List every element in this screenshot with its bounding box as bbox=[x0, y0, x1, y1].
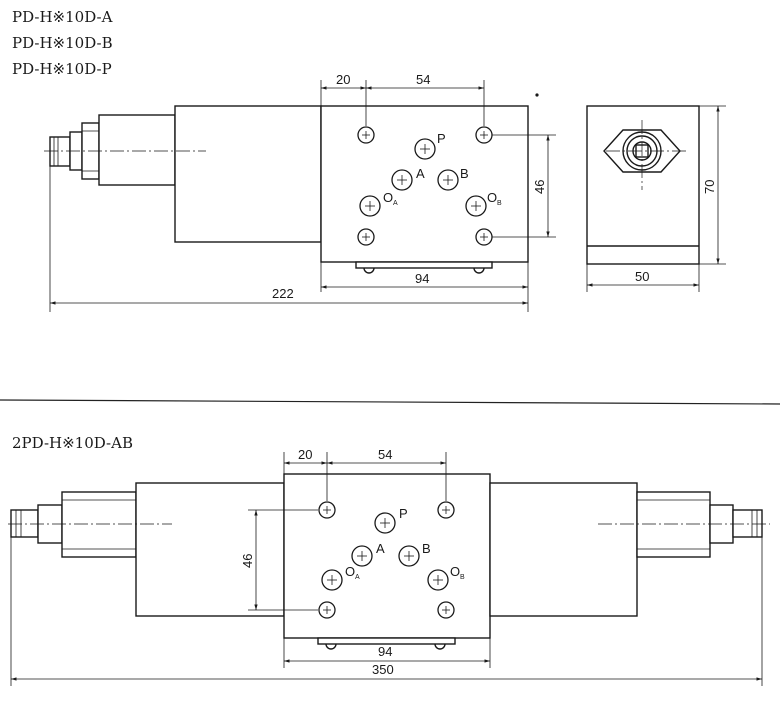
dim-46-label: 46 bbox=[240, 554, 255, 568]
left-valve-body bbox=[135, 482, 285, 617]
valve-body bbox=[174, 105, 322, 243]
dim-222-label: 222 bbox=[272, 286, 294, 301]
seal-plate bbox=[317, 637, 456, 645]
port-a-label: A bbox=[376, 541, 385, 556]
title-model-b: PD-H※10D-B bbox=[12, 34, 113, 52]
top-front-view: P A B O A O B 20 54 46 94 222 bbox=[44, 72, 556, 312]
seal-plate bbox=[355, 261, 493, 269]
port-oa-sub: A bbox=[393, 200, 398, 207]
port-oa-label: O bbox=[345, 564, 355, 579]
port-ob-sub: B bbox=[497, 200, 502, 207]
dim-54-label: 54 bbox=[378, 447, 392, 462]
bonnet bbox=[98, 114, 176, 186]
dim-50-label: 50 bbox=[635, 269, 649, 284]
hex-nut bbox=[603, 129, 681, 173]
manifold-block bbox=[283, 473, 491, 639]
left-bonnet bbox=[61, 491, 137, 558]
right-thread-stub bbox=[732, 509, 763, 538]
bottom-front-view: P A B O A O B 20 54 46 94 350 bbox=[8, 447, 770, 686]
dim-70-label: 70 bbox=[702, 180, 717, 194]
manifold-block bbox=[320, 105, 529, 263]
title-model-a: PD-H※10D-A bbox=[12, 8, 113, 26]
port-p-label: P bbox=[399, 506, 408, 521]
port-ob-sub: B bbox=[460, 574, 465, 581]
top-side-view: 70 50 bbox=[535, 93, 726, 292]
title-model-p: PD-H※10D-P bbox=[12, 60, 112, 78]
port-a-label: A bbox=[416, 166, 425, 181]
dim-54-label: 54 bbox=[416, 72, 430, 87]
section-divider bbox=[0, 399, 780, 405]
dim-20-label: 20 bbox=[298, 447, 312, 462]
port-ob-label: O bbox=[450, 564, 460, 579]
left-thread-stub bbox=[10, 509, 39, 538]
port-oa-label: O bbox=[383, 190, 393, 205]
title-model-ab: 2PD-H※10D-AB bbox=[12, 434, 133, 452]
dim-94-label: 94 bbox=[378, 644, 392, 659]
port-ob-label: O bbox=[487, 190, 497, 205]
port-oa-sub: A bbox=[355, 574, 360, 581]
dim-94-label: 94 bbox=[415, 271, 429, 286]
right-bonnet bbox=[636, 491, 711, 558]
dim-46-label: 46 bbox=[532, 180, 547, 194]
dim-20-label: 20 bbox=[336, 72, 350, 87]
right-valve-body bbox=[489, 482, 638, 617]
port-p-label: P bbox=[437, 131, 446, 146]
port-b-label: B bbox=[422, 541, 431, 556]
thread-stub bbox=[49, 136, 71, 167]
port-b-label: B bbox=[460, 166, 469, 181]
dim-350-label: 350 bbox=[372, 662, 394, 677]
